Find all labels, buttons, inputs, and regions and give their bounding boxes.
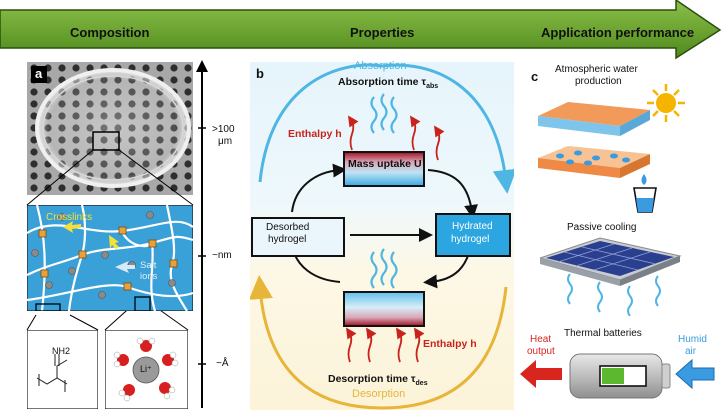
- absorption-time-label: Absorption time τabs: [338, 76, 438, 90]
- desorbing-hydrogel-block: [343, 291, 425, 327]
- awp-label-2: production: [575, 76, 622, 87]
- hydrogel-photo: [27, 62, 193, 195]
- scale-top-label: >100: [212, 124, 235, 135]
- polymer-network: [27, 205, 193, 311]
- mass-uptake-label: Mass uptake U: [348, 158, 422, 170]
- hydrogel-photo-image: [27, 62, 193, 195]
- solar-panel-cooling: [540, 237, 682, 316]
- crosslinks-label: Crosslinks: [46, 212, 93, 223]
- absorption-time-text: Absorption time τ: [338, 76, 427, 88]
- nh2-label: NH2: [52, 346, 71, 356]
- zoom-box-a: [92, 131, 120, 151]
- li-ion-label: Li⁺: [140, 364, 152, 374]
- desorbed-hydrogel-box: [251, 217, 345, 257]
- absorbing-hydrogel-block: [343, 151, 425, 187]
- desorption-time-sub: des: [415, 380, 428, 388]
- desorption-arc: [250, 275, 508, 410]
- absorption-label: Absorption: [354, 60, 407, 72]
- sun-icon: [647, 84, 685, 122]
- salt-ions-label-2: ions: [140, 271, 158, 282]
- acrylamide-structure: [27, 330, 98, 409]
- panel-b-label: b: [256, 66, 264, 81]
- heat-output-label-1: Heat: [530, 334, 552, 345]
- banner-properties: Properties: [350, 25, 415, 40]
- absorption-time-sub: abs: [426, 83, 439, 91]
- thermal-batteries-label: Thermal batteries: [564, 328, 642, 339]
- hydrated-label-1: Hydrated: [452, 221, 493, 232]
- length-scale-axis: [196, 60, 208, 408]
- panel-c-label: c: [531, 69, 539, 84]
- desorbed-label-1: Desorbed: [266, 222, 310, 233]
- scale-top-unit: μm: [218, 136, 233, 147]
- passive-cooling-label: Passive cooling: [567, 222, 637, 233]
- heat-output-arrow-icon: [520, 360, 562, 388]
- header-arrow-shape: [0, 0, 722, 60]
- scale-mid-label: ~nm: [212, 250, 232, 261]
- absorption-arc: [258, 63, 514, 194]
- water-harvester-device: [538, 102, 657, 213]
- properties-cycle: [250, 63, 514, 410]
- heat-output-label-2: output: [527, 346, 555, 357]
- scale-bottom-label: ~Å: [216, 358, 229, 369]
- humid-air-arrow-icon: [675, 358, 715, 390]
- enthalpy-bottom-label: Enthalpy h: [423, 338, 477, 350]
- hydrated-hydrogel-box: [435, 213, 511, 257]
- panel-a-label: a: [35, 66, 43, 81]
- desorption-time-text: Desorption time τ: [328, 373, 416, 385]
- salt-ions-label-1: Salt: [140, 260, 157, 271]
- banner-composition: Composition: [70, 25, 150, 40]
- desorption-label: Desorption: [352, 388, 406, 400]
- humid-air-label-2: air: [685, 346, 697, 357]
- desorption-time-label: Desorption time τdes: [328, 373, 428, 387]
- hydrated-label-2: hydrogel: [451, 234, 490, 245]
- humid-air-label-1: Humid: [678, 334, 707, 345]
- header-arrow: [0, 0, 722, 60]
- banner-application: Application performance: [541, 25, 695, 40]
- panel-a-label-bg: [31, 66, 47, 83]
- enthalpy-top-label: Enthalpy h: [288, 128, 342, 140]
- thermal-battery-device: [520, 353, 715, 399]
- awp-label-1: Atmospheric water: [555, 64, 638, 75]
- desorbed-label-2: hydrogel: [268, 234, 307, 245]
- li-hydration-shell: [105, 330, 188, 409]
